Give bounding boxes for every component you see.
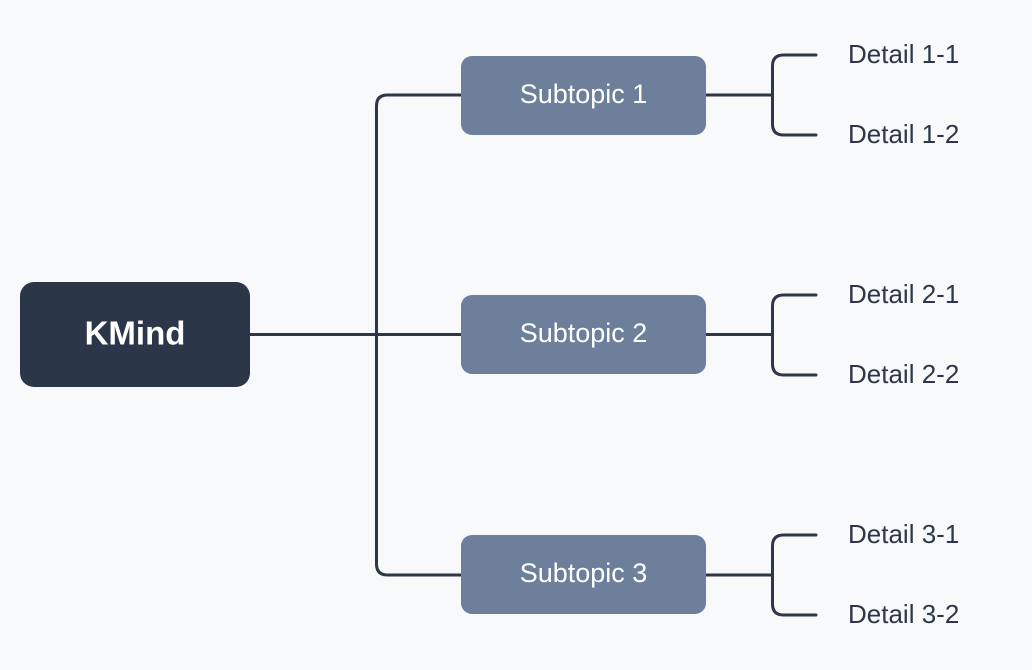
- connector-layer: [248, 53, 818, 617]
- connector-subtopic-3-bracket: [704, 533, 818, 617]
- branch-node-2[interactable]: Subtopic 2: [461, 295, 706, 374]
- leaf-node-1-2[interactable]: Detail 1-2: [848, 119, 959, 149]
- connector-subtopic-1-bracket: [704, 53, 818, 137]
- branch-node-1[interactable]: Subtopic 1: [461, 56, 706, 135]
- branch-node-3-label: Subtopic 3: [520, 558, 648, 588]
- branch-node-1-label: Subtopic 1: [520, 79, 648, 109]
- branch-node-2-shape[interactable]: [461, 295, 706, 374]
- branch-node-3[interactable]: Subtopic 3: [461, 535, 706, 614]
- branch-node-2-label: Subtopic 2: [520, 318, 648, 348]
- branch-node-3-shape[interactable]: [461, 535, 706, 614]
- root-node[interactable]: KMind: [20, 282, 250, 387]
- connector-trunk-to-subtopic-3: [375, 333, 463, 577]
- leaf-node-2-2[interactable]: Detail 2-2: [848, 359, 959, 389]
- root-node-label: KMind: [85, 315, 186, 352]
- leaf-node-2-1[interactable]: Detail 2-1: [848, 279, 959, 309]
- root-node-shape[interactable]: [20, 282, 250, 387]
- leaf-node-1-1[interactable]: Detail 1-1: [848, 39, 959, 69]
- branch-node-1-shape[interactable]: [461, 56, 706, 135]
- leaf-node-3-1[interactable]: Detail 3-1: [848, 519, 959, 549]
- leaf-node-3-2[interactable]: Detail 3-2: [848, 599, 959, 629]
- connector-trunk-to-subtopic-1: [375, 93, 463, 336]
- connector-subtopic-2-bracket: [704, 293, 818, 377]
